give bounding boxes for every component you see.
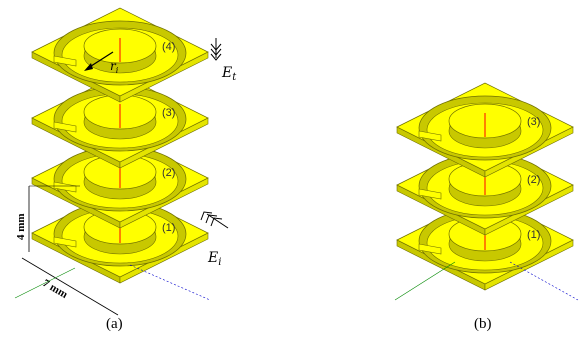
radius-label: ri	[110, 59, 119, 75]
connecting-bar	[53, 55, 77, 67]
layer-label: (4)	[162, 41, 175, 53]
height-dimension-label: 4 mm	[15, 213, 27, 240]
connecting-bar	[418, 130, 442, 142]
panel-a-layer-2: (2)	[31, 133, 209, 229]
axis-x-b	[509, 261, 579, 301]
connecting-bar	[53, 121, 77, 133]
incident-wave-arrows	[200, 211, 229, 229]
axis-x-a	[129, 264, 211, 301]
panel-a: (1) (2) (3) (4)	[31, 7, 209, 284]
panel-b-layer-1: (1)	[396, 195, 574, 291]
layer-label: (3)	[527, 116, 540, 128]
radius-arrow-head	[84, 63, 93, 71]
connecting-bar	[418, 188, 442, 200]
connecting-bar	[53, 236, 77, 248]
axis-y-a	[14, 267, 76, 299]
layer-label: (2)	[162, 167, 175, 179]
panel-a-layer-3: (3)	[31, 73, 209, 169]
panel-a-caption: (a)	[106, 316, 123, 332]
panel-b-layer-3: (3)	[396, 82, 574, 178]
layer-label: (3)	[162, 107, 175, 119]
panel-a-layer-4: (4)	[31, 7, 209, 103]
panel-b: (1) (2) (3)	[396, 82, 574, 291]
width-dimension-label: 7 mm	[41, 277, 70, 301]
panel-a-layer-1: (1)	[31, 188, 209, 284]
panel-b-caption: (b)	[474, 316, 492, 332]
width-dimension-line	[21, 257, 119, 316]
incident-field-label: Ei	[207, 250, 221, 268]
layer-label: (2)	[527, 174, 540, 186]
layer-label: (1)	[162, 222, 175, 234]
axis-y-b	[394, 261, 456, 301]
layer-label: (1)	[527, 229, 540, 241]
connecting-bar	[418, 243, 442, 255]
transmitted-wave-arrows	[210, 38, 222, 61]
transmitted-field-label: Et	[221, 65, 237, 83]
radius-arrow	[87, 51, 114, 69]
